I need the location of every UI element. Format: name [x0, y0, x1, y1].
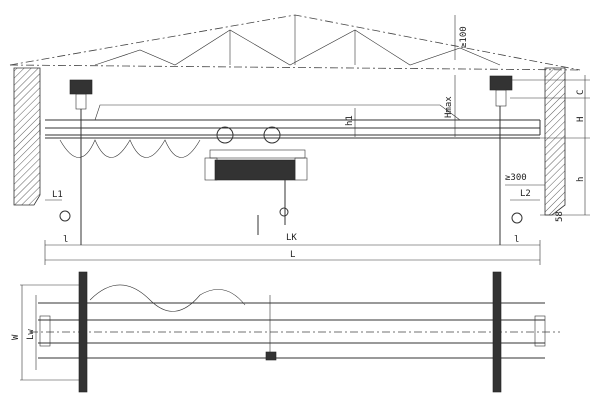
- label-l2: L2: [520, 189, 531, 199]
- label-roof-clearance: ≥100: [459, 26, 469, 48]
- right-wall: [544, 67, 566, 216]
- left-wall: [13, 67, 41, 206]
- label-side-clearance: ≥300: [505, 173, 527, 183]
- left-end-carriage: [69, 79, 93, 245]
- label-h-lower: h: [576, 177, 586, 182]
- right-end-carriage: [489, 75, 513, 245]
- dimensions-front: [44, 15, 590, 265]
- festoon-cable: [59, 139, 201, 158]
- roof-truss: [9, 14, 581, 71]
- label-c: C: [576, 90, 586, 95]
- label-w: W: [11, 334, 21, 340]
- label-hmax: Hmax: [444, 96, 454, 118]
- main-girder-front: [39, 104, 541, 139]
- plan-view: [20, 271, 560, 393]
- label-h1: h1: [345, 115, 355, 126]
- label-lw: Lw: [26, 329, 36, 340]
- label-l-right: l: [514, 235, 519, 245]
- left-hook-limit-icon: [59, 210, 71, 222]
- label-l1: L1: [52, 190, 63, 200]
- right-hook-limit-icon: [511, 212, 523, 224]
- label-l-left: l: [63, 235, 68, 245]
- label-lk: LK: [286, 233, 297, 243]
- label-s8: 58: [555, 211, 565, 222]
- label-span: L: [290, 250, 295, 260]
- electric-hoist: [204, 126, 308, 235]
- label-h-upper: H: [576, 117, 586, 122]
